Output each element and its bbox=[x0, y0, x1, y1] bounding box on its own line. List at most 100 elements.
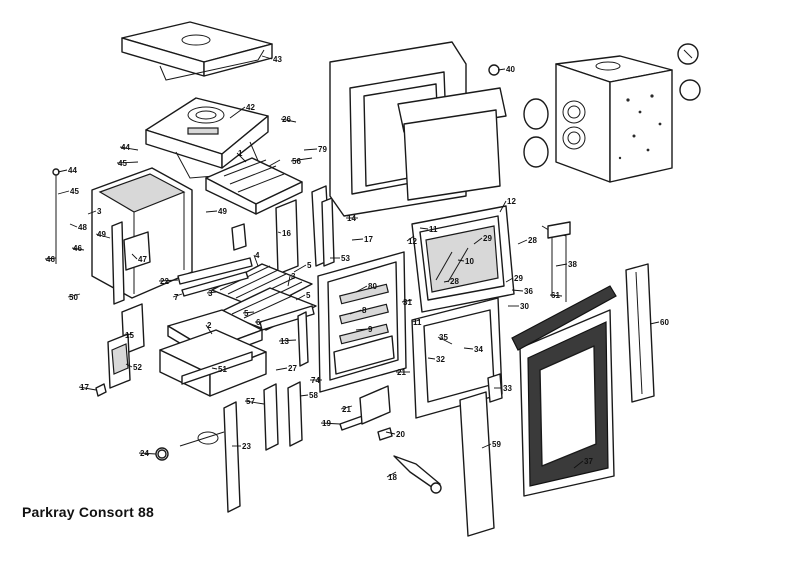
part-16-side-plate bbox=[231, 199, 299, 275]
part-8-firebox-front bbox=[317, 251, 407, 393]
callout-9: 9 bbox=[368, 325, 373, 334]
part-59-side-strip bbox=[459, 391, 495, 537]
leader-line-24 bbox=[138, 452, 157, 455]
callout-53: 53 bbox=[341, 254, 350, 263]
leader-line-22 bbox=[158, 279, 179, 282]
leader-line-29a bbox=[473, 237, 483, 245]
callout-43: 43 bbox=[273, 55, 282, 64]
part-1-baffle bbox=[205, 157, 303, 215]
callout-12b: 12 bbox=[408, 237, 417, 246]
leader-line-50 bbox=[67, 293, 81, 298]
leader-line-10 bbox=[457, 259, 465, 262]
leader-line-7 bbox=[172, 293, 183, 298]
part-23-thermostat bbox=[155, 401, 241, 513]
leader-line-15 bbox=[123, 333, 133, 336]
part-boiler-box bbox=[555, 55, 673, 183]
callout-61: 61 bbox=[551, 291, 560, 300]
callout-3b: 3 bbox=[208, 289, 213, 298]
callout-44a: 44 bbox=[121, 143, 130, 152]
part-10-glass-frame bbox=[411, 205, 515, 313]
callout-19: 19 bbox=[322, 419, 331, 428]
part-53-support bbox=[311, 185, 335, 267]
callout-35: 35 bbox=[439, 333, 448, 342]
leader-line-40 bbox=[497, 68, 506, 71]
part-37-main-door bbox=[519, 309, 615, 497]
callout-8: 8 bbox=[362, 306, 367, 315]
callout-3c: 3 bbox=[291, 272, 296, 281]
callout-48: 48 bbox=[78, 223, 87, 232]
callout-15: 15 bbox=[125, 331, 134, 340]
callout-51: 51 bbox=[218, 365, 227, 374]
callout-13: 13 bbox=[280, 337, 289, 346]
callout-5b: 5 bbox=[306, 291, 311, 300]
callout-74: 74 bbox=[311, 376, 320, 385]
callout-24: 24 bbox=[140, 449, 149, 458]
callout-6: 6 bbox=[256, 318, 261, 327]
callout-46a: 46 bbox=[46, 255, 55, 264]
leader-line-61 bbox=[549, 294, 563, 297]
callout-42: 42 bbox=[246, 103, 255, 112]
leader-line-18 bbox=[386, 471, 397, 478]
callout-27: 27 bbox=[288, 364, 297, 373]
leader-line-31 bbox=[401, 299, 413, 303]
leader-line-3c bbox=[287, 275, 291, 287]
leader-line-32 bbox=[427, 357, 436, 360]
callout-5a: 5 bbox=[307, 261, 312, 270]
leader-line-11a bbox=[419, 227, 429, 230]
leader-line-59 bbox=[481, 443, 492, 449]
leader-line-37 bbox=[573, 460, 584, 469]
leader-line-27 bbox=[275, 367, 288, 371]
callout-20: 20 bbox=[396, 430, 405, 439]
leader-line-56 bbox=[290, 157, 313, 162]
leader-line-16 bbox=[277, 231, 282, 234]
callout-29b: 29 bbox=[514, 274, 523, 283]
leader-line-4 bbox=[253, 254, 259, 267]
part-57-strip bbox=[263, 383, 279, 451]
leader-line-29b bbox=[505, 277, 514, 283]
part-49-bracket bbox=[111, 221, 151, 305]
callout-40: 40 bbox=[506, 65, 515, 74]
part-frame-upper bbox=[329, 41, 467, 217]
leader-line-45b bbox=[57, 190, 70, 195]
part-43-top-plate bbox=[121, 21, 273, 81]
callout-21a: 21 bbox=[342, 405, 351, 414]
leader-line-46b bbox=[71, 247, 85, 251]
part-18-riddle-lever bbox=[393, 455, 442, 494]
leader-line-47 bbox=[131, 253, 138, 260]
callout-49b: 49 bbox=[97, 230, 106, 239]
callout-29a: 29 bbox=[483, 234, 492, 243]
leader-line-34 bbox=[463, 347, 474, 350]
leader-line-8 bbox=[349, 309, 362, 315]
leader-line-5c bbox=[242, 311, 255, 314]
callout-26: 26 bbox=[282, 115, 291, 124]
part-49-side-panel bbox=[91, 167, 193, 299]
part-38-linkage bbox=[541, 221, 571, 302]
callout-31: 31 bbox=[403, 298, 412, 307]
leader-line-45a bbox=[116, 161, 139, 164]
leader-line-12b bbox=[406, 235, 415, 242]
leader-line-49b bbox=[95, 233, 111, 239]
leader-line-79 bbox=[303, 148, 318, 151]
leader-line-57 bbox=[244, 400, 265, 405]
part-13-rail bbox=[297, 311, 309, 367]
callout-56: 56 bbox=[292, 157, 301, 166]
leader-line-11b bbox=[411, 319, 421, 323]
callout-38: 38 bbox=[568, 260, 577, 269]
callout-5c: 5 bbox=[244, 309, 249, 318]
callout-12a: 12 bbox=[507, 197, 516, 206]
leader-line-5b bbox=[295, 294, 306, 301]
part-cover-plates bbox=[523, 43, 701, 168]
callout-18: 18 bbox=[388, 473, 397, 482]
leader-line-28a bbox=[517, 239, 528, 245]
callout-45a: 45 bbox=[118, 159, 127, 168]
part-61-door-top-bar bbox=[511, 285, 617, 351]
callout-3a: 3 bbox=[97, 207, 102, 216]
part-58-strip bbox=[287, 381, 303, 447]
callout-80: 80 bbox=[368, 282, 377, 291]
callout-52: 52 bbox=[133, 363, 142, 372]
callout-34: 34 bbox=[474, 345, 483, 354]
callout-11a: 11 bbox=[429, 225, 438, 234]
part-19-handle bbox=[339, 385, 393, 441]
callout-10: 10 bbox=[465, 257, 474, 266]
leader-line-46a bbox=[44, 257, 57, 260]
